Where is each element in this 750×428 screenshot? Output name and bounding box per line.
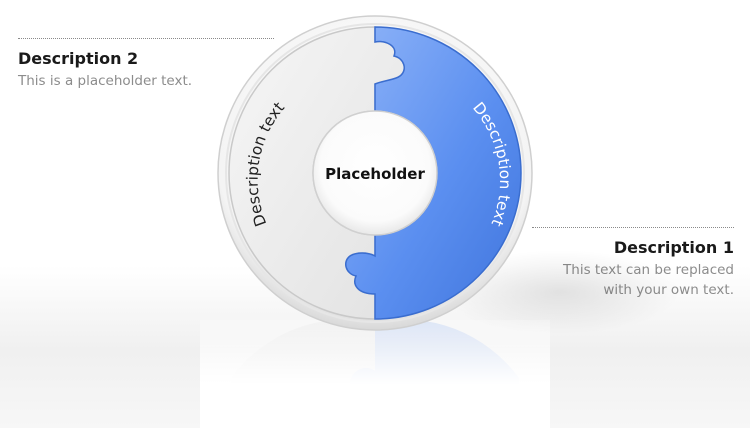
description-1-divider [532,227,734,228]
reflection-fade [200,320,550,428]
description-1-title: Description 1 [613,238,734,257]
description-2-block: Description 2 This is a placeholder text… [18,38,274,91]
description-2-divider [18,38,274,39]
ring-shadow [440,250,680,334]
description-2-text: This is a placeholder text. [18,73,193,89]
right-puzzle-segment [345,26,522,320]
description-2-title: Description 2 [18,49,139,68]
center-hole [312,110,438,236]
center-label: Placeholder [325,165,425,183]
outer-ring-rim [225,23,525,323]
